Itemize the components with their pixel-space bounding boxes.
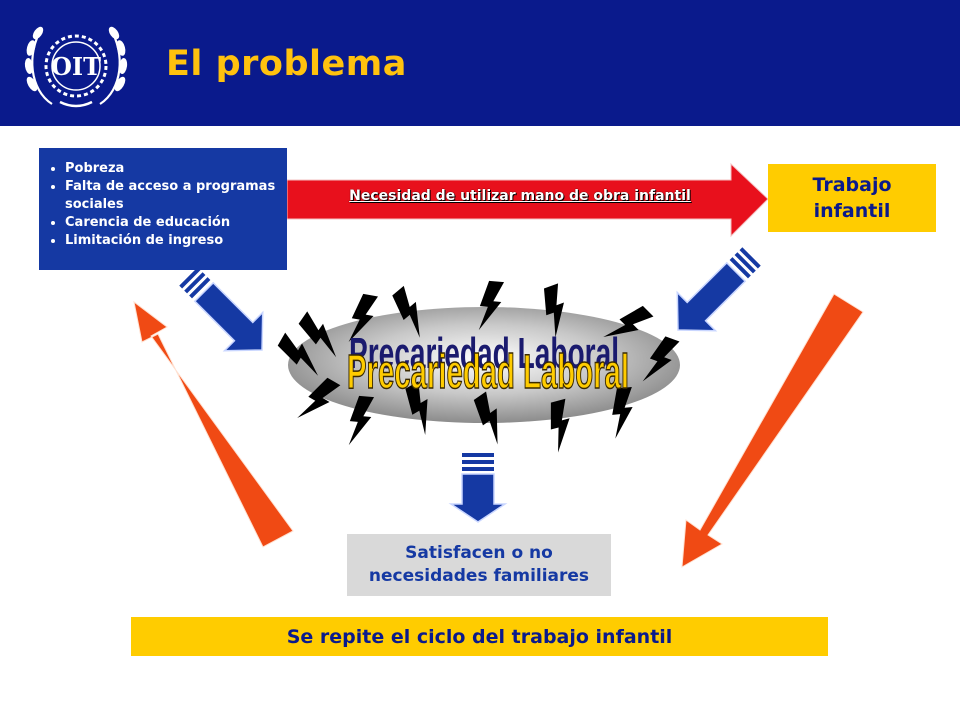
blue-arrow-right	[676, 247, 761, 332]
orange-arrow-right	[681, 293, 864, 568]
precariedad-text: Precariedad Laboral	[347, 346, 629, 399]
cause-item: Limitación de ingreso	[65, 232, 281, 250]
causes-list: Pobreza Falta de acceso a programas soci…	[45, 160, 281, 250]
necesidad-arrow	[286, 162, 769, 238]
blue-arrow-down	[448, 453, 508, 523]
logo-text: OIT	[51, 52, 101, 81]
cause-item: Falta de acceso a programas sociales	[65, 178, 281, 214]
satisfacen-box: Satisfacen o no necesidades familiares	[347, 534, 611, 596]
necesidad-arrow-label: Necesidad de utilizar mano de obra infan…	[349, 188, 691, 204]
blue-arrow-left	[179, 267, 264, 352]
orange-arrow-left	[133, 300, 294, 548]
oit-logo: OIT	[24, 26, 128, 108]
page-title: El problema	[166, 44, 407, 84]
header-bar: OIT El problema	[0, 0, 960, 126]
trabajo-infantil-box: Trabajo infantil	[768, 164, 936, 232]
cause-item: Pobreza	[65, 160, 281, 178]
precariedad-oval	[288, 307, 680, 423]
ciclo-banner: Se repite el ciclo del trabajo infantil	[131, 617, 828, 656]
causes-box: Pobreza Falta de acceso a programas soci…	[39, 148, 287, 270]
precariedad-ghost-text: Precariedad Laboral	[349, 329, 619, 378]
cause-item: Carencia de educación	[65, 214, 281, 232]
